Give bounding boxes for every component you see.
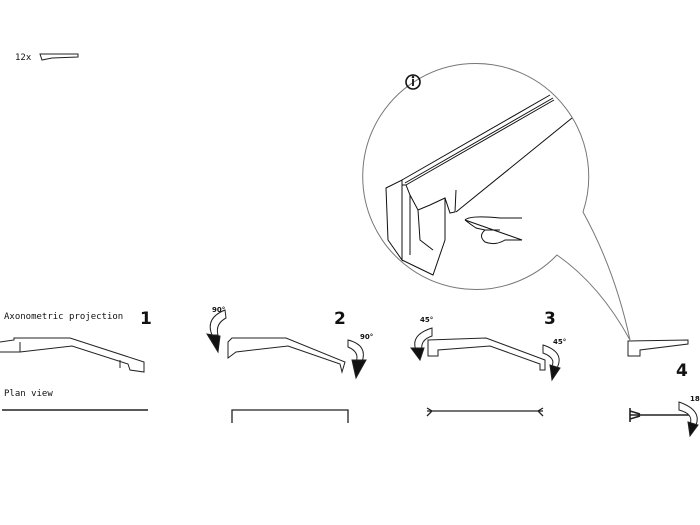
- plan-view-step-4: [629, 408, 690, 422]
- detail-callout: [362, 63, 631, 341]
- plan-view-label: Plan view: [4, 389, 53, 399]
- axonometric-label: Axonometric projection: [4, 312, 124, 322]
- plan-view-step-3: [426, 407, 544, 417]
- pointing-hand-icon: [464, 216, 523, 245]
- rotate-arrow-icon: [678, 401, 699, 438]
- rotate-arrow-icon: [347, 339, 367, 380]
- rotation-label: 45°: [553, 338, 567, 346]
- rotate-arrow-icon: [206, 309, 227, 354]
- plan-view-step-2: [231, 409, 349, 423]
- step-number-2: 2: [334, 309, 346, 329]
- bracket-step-2: [227, 337, 346, 374]
- rotation-label: 45°: [420, 316, 434, 324]
- step-number-1: 1: [140, 309, 152, 329]
- bracket-step-3: [427, 337, 546, 371]
- rotate-arrow-icon: [542, 344, 561, 382]
- step-number-3: 3: [544, 309, 556, 329]
- rotation-label: 90°: [360, 333, 374, 341]
- quantity-label: 12x: [15, 53, 32, 63]
- step-number-4: 4: [676, 361, 688, 381]
- rotation-label: 180°: [690, 395, 700, 403]
- bracket-step-1: [0, 337, 145, 373]
- rotate-arrow-icon: [410, 327, 433, 362]
- rotation-label: 90°: [212, 306, 226, 314]
- channel-profile-detail: [385, 94, 573, 276]
- info-icon: [405, 74, 421, 90]
- bracket-thumbnail: [39, 53, 79, 61]
- bracket-step-4: [627, 339, 689, 357]
